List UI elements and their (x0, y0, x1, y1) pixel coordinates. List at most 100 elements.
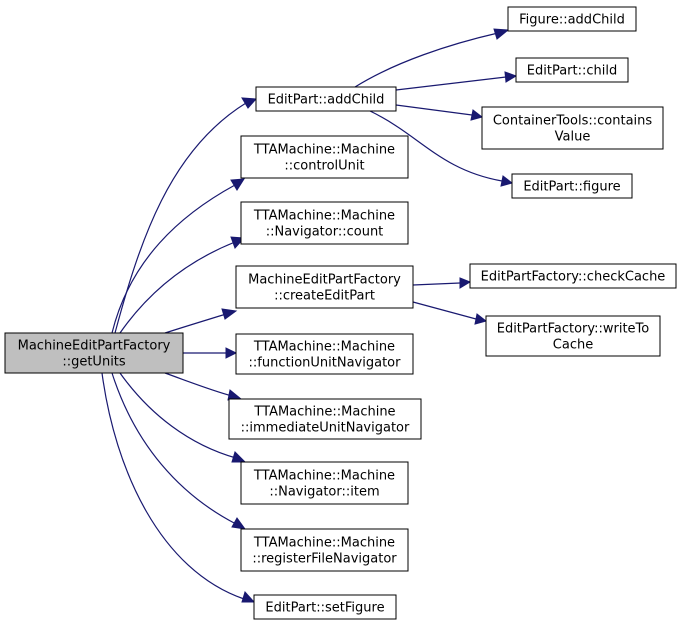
edge-root-to-machine-functionunitnavigator (183, 347, 238, 359)
edge-factory-createeditpart-to-editpartfactory-writetocache (412, 301, 488, 325)
edge-editpart-addchild-to-containertools-containsvalue (395, 104, 484, 121)
node-navigator-item[interactable]: TTAMachine::Machine::Navigator::item (240, 461, 409, 505)
node-label-line: ::createEditPart (274, 289, 375, 304)
node-machine-immediateunitnavigator[interactable]: TTAMachine::Machine::immediateUnitNaviga… (228, 398, 422, 440)
edge-line (395, 76, 507, 91)
edge-line (164, 372, 233, 397)
edge-editpart-addchild-to-figure-addchild (354, 28, 510, 88)
edge-line (119, 241, 236, 334)
node-label-line: EditPartFactory::writeTo (497, 322, 650, 337)
node-label-line: EditPartFactory::checkCache (481, 270, 666, 285)
node-label-line: Value (555, 130, 591, 145)
edge-root-to-navigator-item (119, 372, 247, 463)
node-label-line: ::Navigator::item (269, 485, 379, 500)
node-machine-registerfilenavigator[interactable]: TTAMachine::Machine::registerFileNavigat… (240, 528, 409, 572)
edge-arrowhead (221, 308, 238, 320)
edge-line (119, 372, 237, 459)
node-label-line: ::Navigator::count (266, 225, 384, 240)
node-label-line: ContainerTools::contains (493, 114, 653, 129)
edge-line (164, 313, 227, 334)
edge-root-to-machine-registerfilenavigator (111, 372, 247, 530)
node-label-line: Cache (553, 338, 593, 353)
edge-arrowhead (470, 109, 484, 121)
edge-arrowhead (230, 178, 245, 191)
node-label-line: MachineEditPartFactory (248, 273, 401, 288)
edge-arrowhead (231, 451, 247, 463)
edge-arrowhead (500, 175, 514, 187)
edge-root-to-editpart-addchild (114, 97, 258, 334)
edge-editpart-addchild-to-editpart-figure (369, 110, 514, 187)
node-box (511, 173, 633, 199)
node-label-line: TTAMachine::Machine (253, 469, 395, 484)
node-box (235, 265, 414, 309)
edge-arrowhead (241, 97, 258, 109)
node-label-line: TTAMachine::Machine (253, 536, 395, 551)
edge-line (412, 301, 477, 320)
node-label-line: EditPart::child (527, 64, 617, 79)
node-label-line: ::getUnits (62, 355, 126, 370)
node-box (240, 461, 409, 505)
node-factory-createeditpart[interactable]: MachineEditPartFactory::createEditPart (235, 265, 414, 309)
node-navigator-count[interactable]: TTAMachine::Machine::Navigator::count (240, 201, 409, 245)
node-editpartfactory-checkcache[interactable]: EditPartFactory::checkCache (469, 263, 677, 289)
node-box (4, 332, 184, 374)
edge-line (395, 104, 473, 116)
edge-arrowhead (474, 313, 488, 325)
node-label-line: EditPart::setFigure (265, 601, 384, 616)
graph-edges (101, 28, 518, 603)
edge-root-to-machine-controlunit (111, 178, 245, 334)
edge-root-to-editpart-setfigure (101, 372, 256, 603)
node-label-line: Figure::addChild (519, 13, 625, 28)
node-box (485, 315, 661, 357)
edge-line (101, 372, 245, 600)
node-label-line: ::controlUnit (284, 159, 364, 174)
edge-arrowhead (493, 28, 510, 40)
node-editpart-figure[interactable]: EditPart::figure (511, 173, 633, 199)
edge-arrowhead (231, 517, 247, 530)
node-editpart-addchild[interactable]: EditPart::addChild (255, 86, 397, 112)
node-label-line: TTAMachine::Machine (253, 340, 395, 355)
edge-arrowhead (225, 347, 238, 359)
edge-line (111, 184, 236, 334)
graph-nodes: MachineEditPartFactory::getUnitsEditPart… (4, 6, 677, 620)
node-box (255, 86, 397, 112)
node-box (469, 263, 677, 289)
node-editpart-child[interactable]: EditPart::child (515, 57, 629, 83)
edge-line (412, 282, 461, 286)
node-label-line: MachineEditPartFactory (18, 339, 171, 354)
node-box (235, 333, 414, 375)
node-label-line: EditPart::figure (523, 180, 620, 195)
edge-arrowhead (241, 591, 256, 603)
node-box (507, 6, 637, 32)
node-label-line: TTAMachine::Machine (253, 209, 395, 224)
node-box (253, 594, 397, 620)
node-box (240, 201, 409, 245)
edge-root-to-factory-createeditpart (164, 308, 238, 334)
edge-line (369, 110, 503, 182)
node-box (240, 528, 409, 572)
node-box (515, 57, 629, 83)
edge-line (354, 32, 499, 88)
node-editpart-setfigure[interactable]: EditPart::setFigure (253, 594, 397, 620)
node-label-line: ::registerFileNavigator (252, 552, 397, 567)
node-label-line: ::functionUnitNavigator (249, 356, 402, 371)
node-label-line: TTAMachine::Machine (253, 143, 395, 158)
node-box (228, 398, 422, 440)
edge-arrowhead (459, 277, 472, 289)
edge-editpart-addchild-to-editpart-child (395, 71, 518, 91)
node-root[interactable]: MachineEditPartFactory::getUnits (4, 332, 184, 374)
node-machine-functionunitnavigator[interactable]: TTAMachine::Machine::functionUnitNavigat… (235, 333, 414, 375)
node-box (481, 106, 664, 150)
node-label-line: EditPart::addChild (268, 93, 385, 108)
edge-root-to-machine-immediateunitnavigator (164, 372, 243, 401)
node-label-line: ::immediateUnitNavigator (241, 421, 410, 436)
node-label-line: TTAMachine::Machine (253, 405, 395, 420)
node-figure-addchild[interactable]: Figure::addChild (507, 6, 637, 32)
edge-line (111, 372, 237, 525)
edge-factory-createeditpart-to-editpartfactory-checkcache (412, 277, 472, 289)
node-machine-controlunit[interactable]: TTAMachine::Machine::controlUnit (240, 135, 409, 179)
edge-line (114, 102, 247, 334)
